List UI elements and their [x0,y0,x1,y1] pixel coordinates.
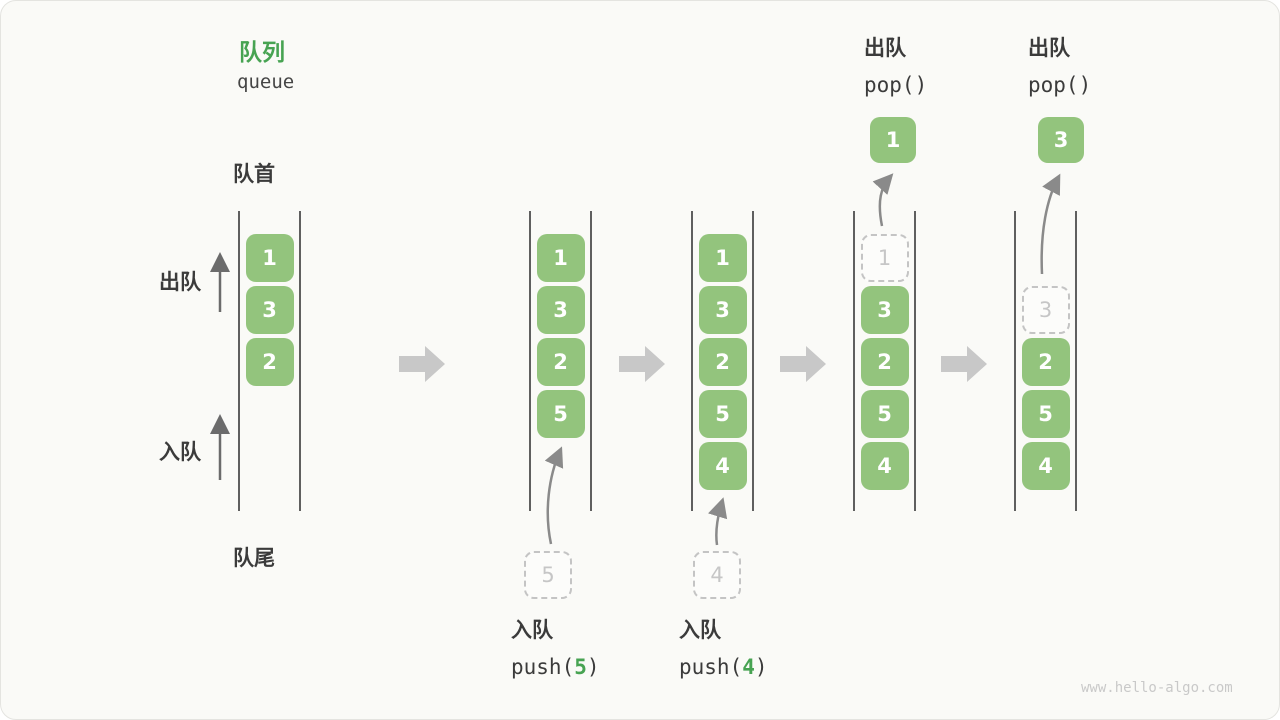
enqueue-side-label: 入队 [159,441,201,464]
push-label-zh: 入队 [679,619,721,642]
push-label-code: push(4) [679,655,768,679]
queue-cell: 3 [245,286,294,334]
queue-cell: 5 [536,390,585,438]
push-operation-label: 入队 push(4) [679,613,768,685]
queue-cell: 4 [698,442,747,490]
page-title: 队列 [239,39,285,65]
queue-cell: 2 [245,338,294,386]
queue-cell: 3 [698,286,747,334]
queue-cell: 3 [536,286,585,334]
queue-cell: 2 [860,338,909,386]
push-arg: 5 [574,655,587,679]
pop-label-code: pop() [1028,73,1092,97]
pop-label-zh: 出队 [864,37,906,60]
queue-front-label: 队首 [233,163,275,186]
pop-label-zh: 出队 [1028,37,1070,60]
push-arg: 4 [742,655,755,679]
queue-rear-label: 队尾 [233,547,275,570]
queue-cell: 2 [1021,338,1070,386]
queue-state-1: 1 3 2 [238,211,301,511]
queue-cell: 2 [698,338,747,386]
pop-label-code: pop() [864,73,928,97]
queue-cell: 5 [698,390,747,438]
next-state-arrow-icon [399,346,445,382]
pop-operation-label: 出队 pop() [864,31,927,103]
next-state-arrow-icon [619,346,665,382]
staged-enqueue-value: 5 [524,551,572,599]
queue-cell: 5 [860,390,909,438]
push-operation-label: 入队 push(5) [511,613,600,685]
queue-cell: 1 [536,234,585,282]
queue-cell: 2 [536,338,585,386]
pop-operation-label: 出队 pop() [1028,31,1091,103]
queue-cell: 4 [1021,442,1070,490]
page-subtitle: queue [237,71,295,93]
queue-state-2: 1 3 2 5 [529,211,592,511]
queue-cell: 4 [860,442,909,490]
next-state-arrow-icon [941,346,987,382]
queue-cell: 3 [860,286,909,334]
push-label-zh: 入队 [511,619,553,642]
dequeue-side-label: 出队 [159,271,201,294]
queue-cell-removed: 1 [860,234,909,282]
popped-value: 3 [1038,117,1084,163]
queue-state-3: 1 3 2 5 4 [691,211,754,511]
queue-cell: 1 [245,234,294,282]
queue-cell-removed: 3 [1021,286,1070,334]
popped-value: 1 [870,117,916,163]
staged-enqueue-value: 4 [693,551,741,599]
queue-cell: 5 [1021,390,1070,438]
watermark: www.hello-algo.com [1081,680,1233,696]
push-label-code: push(5) [511,655,600,679]
queue-state-5: 3 2 5 4 [1014,211,1077,511]
next-state-arrow-icon [780,346,826,382]
queue-state-4: 1 3 2 5 4 [853,211,916,511]
queue-cell: 1 [698,234,747,282]
